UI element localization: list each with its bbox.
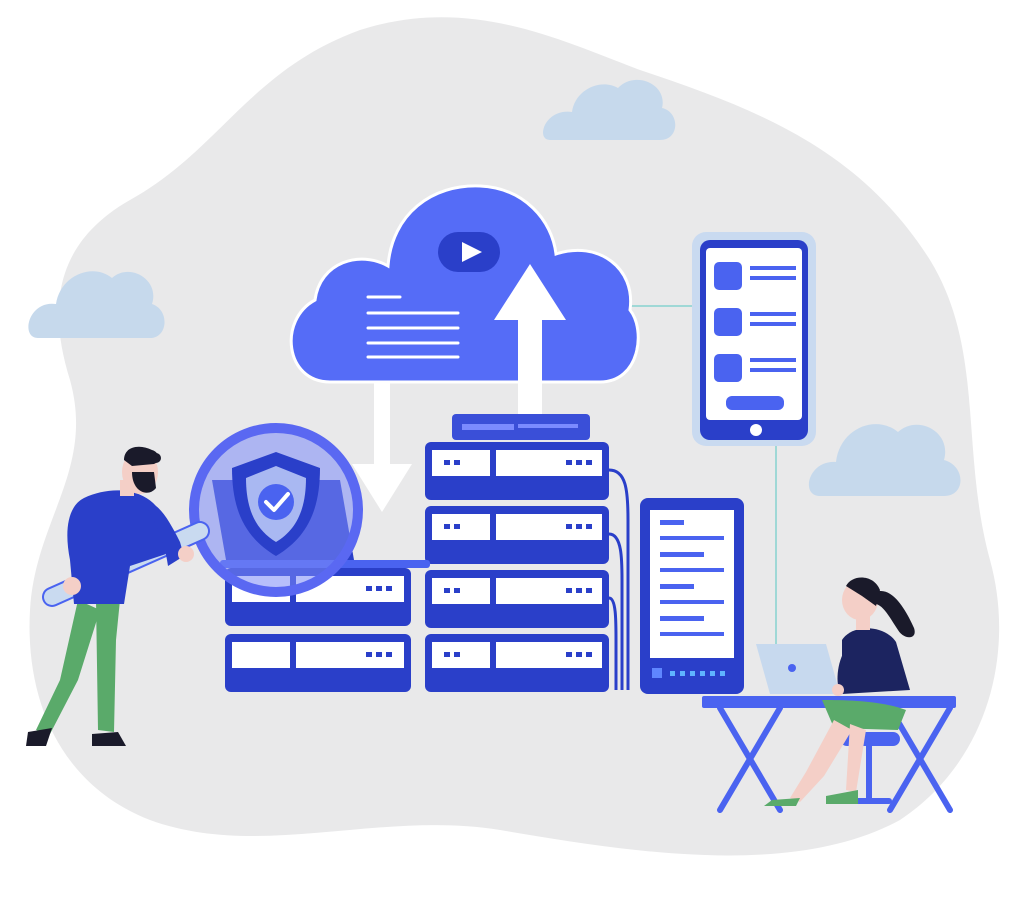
server-unit (225, 634, 411, 692)
cloud-icon (28, 271, 165, 338)
woman-figure (702, 577, 956, 813)
cloud-icon (543, 79, 676, 140)
document-lines (366, 295, 460, 359)
server-tower (640, 498, 744, 694)
smartphone-icon (692, 232, 816, 446)
server-unit (425, 634, 609, 692)
security-shield-badge (189, 423, 430, 597)
server-unit (425, 570, 609, 628)
server-unit (425, 506, 609, 564)
upload-arrow-icon (494, 264, 566, 418)
server-unit (425, 442, 609, 500)
server-rack-icon (425, 414, 630, 692)
connector-lines (630, 305, 777, 650)
main-cloud (289, 184, 640, 384)
laptop-icon (756, 644, 840, 694)
man-figure (26, 446, 210, 746)
cloud-icon (808, 424, 961, 496)
play-icon (462, 242, 482, 262)
download-arrow-icon (352, 382, 412, 512)
